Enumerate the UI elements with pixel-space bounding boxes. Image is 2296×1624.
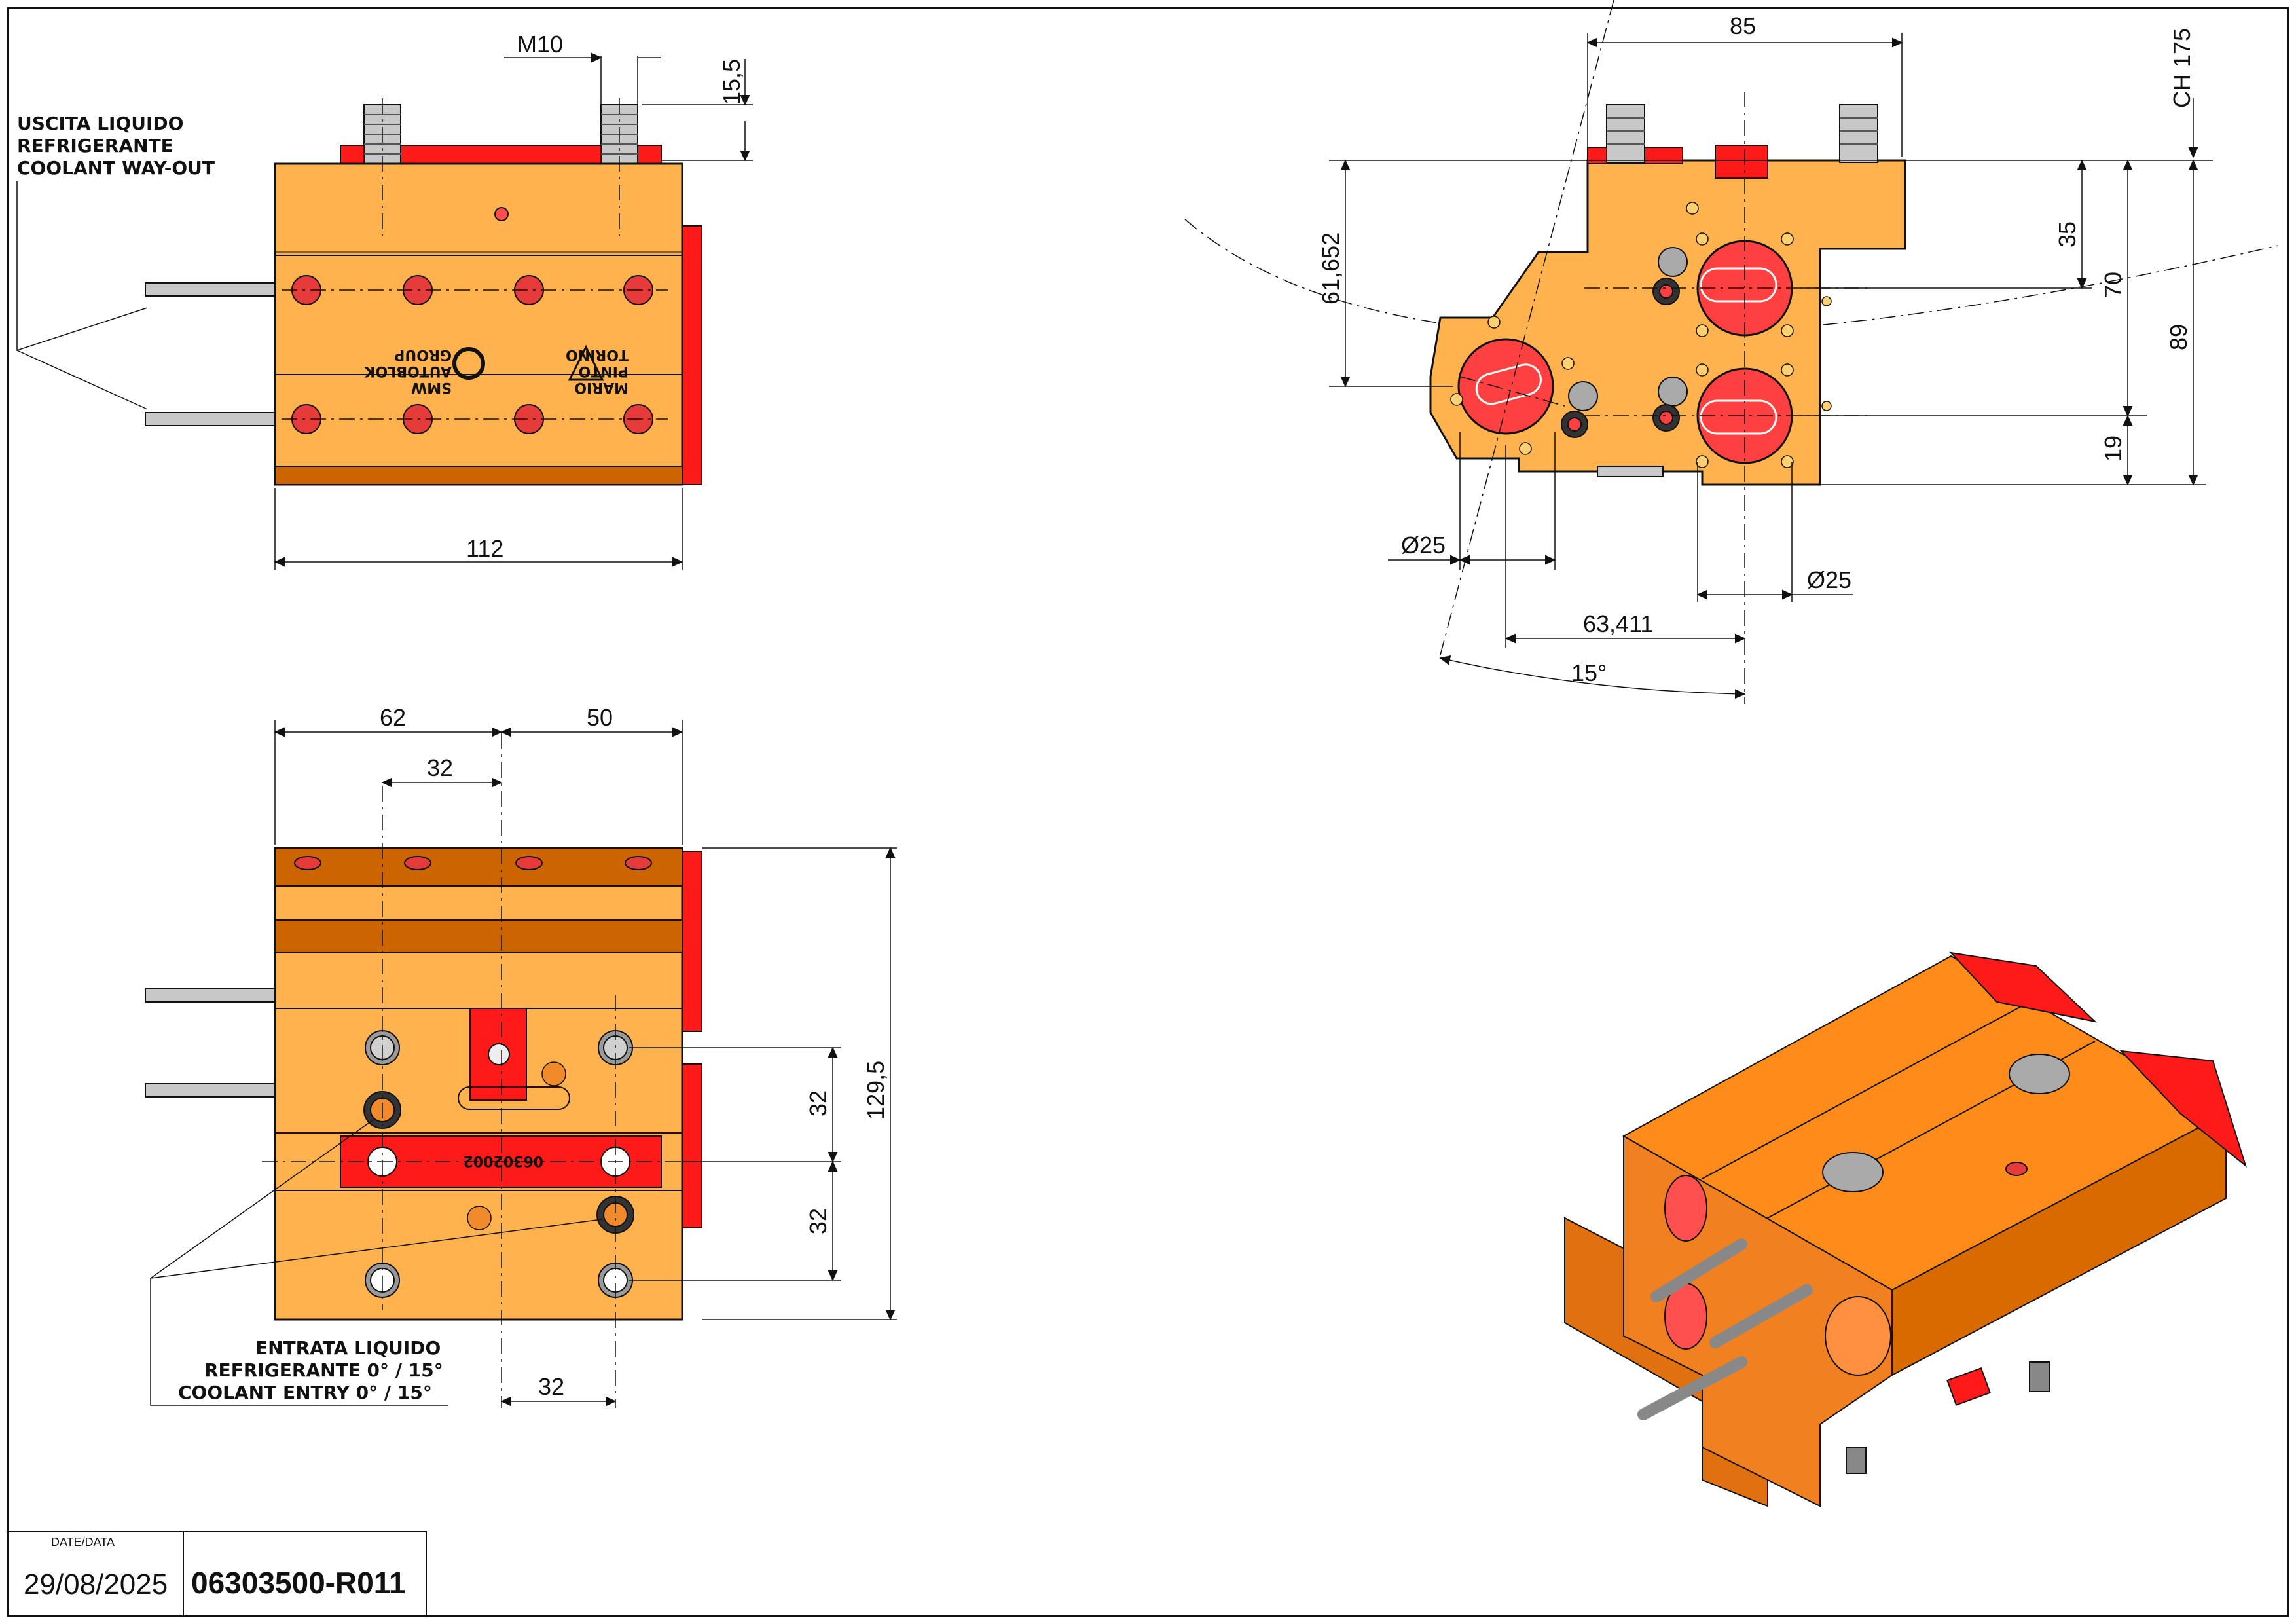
dim-32-top: 32: [427, 754, 453, 781]
dim-angle-15: 15°: [1571, 659, 1607, 686]
dim-70: 70: [2100, 272, 2126, 298]
side-view-slot: [458, 1086, 570, 1110]
note-coolant-way-out-2: REFRIGERANTE: [17, 135, 173, 157]
note-coolant-entry-1: ENTRATA LIQUIDO: [255, 1337, 441, 1359]
title-block: [8, 1531, 427, 1616]
svg-text:SMW: SMW: [411, 379, 452, 396]
dim-dia25-left: Ø25: [1401, 532, 1446, 559]
dim-19: 19: [2100, 435, 2126, 462]
side-view-second-band: [274, 919, 683, 953]
front-view-body: [1429, 159, 1906, 486]
side-view-small-hole: [541, 1061, 566, 1086]
dim-112: 112: [466, 535, 503, 562]
part-label: 06302002: [464, 1153, 543, 1169]
front-view-top-red: [1715, 145, 1768, 179]
top-view-side-plate: [682, 225, 702, 485]
side-view-small-hole: [467, 1206, 492, 1230]
smw-autoblok-logo: SMW AUTOBLOK GROUP: [363, 346, 452, 396]
side-view-top-holes: [294, 856, 652, 870]
top-view-bottom-band: [274, 466, 683, 485]
dim-61-652: 61,652: [1317, 232, 1344, 304]
dim-129-5: 129,5: [862, 1061, 889, 1120]
svg-text:PINTO: PINTO: [579, 363, 629, 379]
front-view: 85 CH 175 61,652 35 70 89 19 Ø25 Ø25 63,…: [1184, 0, 2279, 704]
svg-text:AUTOBLOK: AUTOBLOK: [363, 363, 452, 379]
note-coolant-entry-2: REFRIGERANTE 0° / 15°: [204, 1359, 443, 1381]
dim-32-right-a: 32: [805, 1090, 831, 1116]
dim-dia25-right: Ø25: [1807, 566, 1851, 593]
svg-text:MARIO: MARIO: [574, 379, 629, 396]
front-view-bottom-tab: [1597, 466, 1664, 477]
front-view-bolt: [1606, 104, 1645, 163]
top-view-small-hole: [494, 207, 509, 221]
isometric-view: [1563, 951, 2247, 1507]
smw-logo-mark: [452, 347, 485, 380]
dim-32-right-b: 32: [805, 1208, 831, 1234]
note-coolant-way-out-1: USCITA LIQUIDO: [17, 113, 183, 134]
bore-slot: [1700, 267, 1777, 303]
dim-35: 35: [2054, 221, 2081, 248]
front-view-bolt: [1839, 104, 1878, 163]
date-label: DATE/DATA: [51, 1536, 115, 1549]
note-coolant-entry-3: COOLANT ENTRY 0° / 15°: [178, 1382, 432, 1403]
coolant-pipe: [145, 412, 276, 426]
dim-89: 89: [2165, 324, 2192, 350]
drawing-code: 06303500-R011: [191, 1566, 406, 1600]
side-view-plate-upper: [682, 851, 702, 1032]
bore-slot: [1700, 399, 1777, 435]
svg-text:TORINO: TORINO: [566, 346, 629, 363]
dim-thread-m10: M10: [517, 31, 563, 58]
coolant-pipe: [145, 1083, 276, 1098]
dim-50: 50: [587, 704, 613, 731]
mario-pinto-logo: MARIO PINTO TORINO: [566, 346, 629, 396]
dim-62: 62: [380, 704, 406, 731]
dim-85: 85: [1730, 12, 1756, 39]
front-view-small-holes: [1450, 202, 1832, 468]
dim-ch-175: CH 175: [2168, 28, 2195, 108]
top-view-body: [274, 162, 683, 486]
coolant-pipe: [145, 282, 276, 297]
coolant-pipe: [145, 988, 276, 1003]
drawing-frame: [7, 7, 2289, 1617]
dim-32-bottom: 32: [538, 1373, 564, 1400]
dim-63-411: 63,411: [1583, 610, 1653, 637]
note-coolant-way-out-3: COOLANT WAY-OUT: [17, 157, 215, 179]
side-view: 06302002: [145, 704, 897, 1408]
top-view: SMW AUTOBLOK GROUP MARIO PINTO TORINO M1…: [16, 31, 753, 570]
drawing-date: 29/08/2025: [24, 1568, 168, 1600]
bore-slot: [1475, 363, 1542, 405]
mario-pinto-logo-mark: [568, 344, 604, 381]
side-view-top-band: [274, 847, 683, 887]
side-view-plate-lower: [682, 1063, 702, 1228]
svg-text:GROUP: GROUP: [394, 346, 452, 363]
dim-15-5: 15,5: [718, 59, 745, 105]
